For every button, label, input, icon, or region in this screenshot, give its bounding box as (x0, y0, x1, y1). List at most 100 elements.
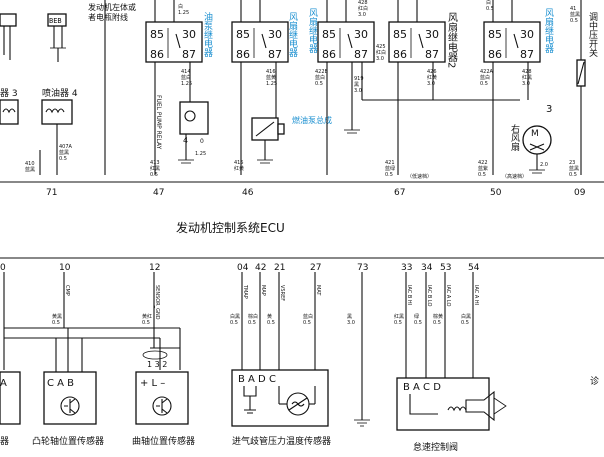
pin-27: 27 (310, 263, 321, 273)
svg-text:3.0: 3.0 (347, 320, 355, 326)
svg-text:87: 87 (268, 48, 282, 61)
relay1-86: 86 (150, 48, 164, 61)
svg-text:3.0: 3.0 (376, 56, 384, 62)
svg-text:3.0: 3.0 (427, 81, 435, 87)
svg-text:红黄: 红黄 (234, 165, 244, 172)
fuel-pump-relay-cn: 油泵继电器 (202, 11, 213, 57)
wire-label-1: 黄黑 (52, 313, 62, 320)
svg-text:0.5: 0.5 (461, 320, 469, 326)
valve-pintle-icon (465, 390, 495, 422)
svg-text:425: 425 (376, 44, 386, 50)
svg-text:0.5: 0.5 (52, 320, 60, 326)
svg-text:428: 428 (358, 0, 368, 6)
svg-text:BEB: BEB (49, 17, 62, 25)
svg-text:蓝黄: 蓝黄 (266, 74, 276, 81)
svg-text:蓝紫: 蓝紫 (478, 165, 488, 172)
svg-text:421: 421 (385, 160, 395, 166)
svg-text:0: 0 (200, 138, 204, 145)
svg-text:1.25: 1.25 (266, 81, 277, 87)
svg-text:白: 白 (178, 3, 183, 10)
svg-text:白: 白 (486, 0, 491, 6)
svg-text:白黑: 白黑 (461, 313, 471, 320)
svg-text:0.5: 0.5 (59, 156, 67, 162)
svg-text:422B: 422B (315, 69, 329, 75)
svg-text:蓝白: 蓝白 (315, 74, 325, 81)
svg-text:426: 426 (427, 69, 437, 75)
svg-text:MAT: MAT (315, 285, 321, 296)
cam-pins: C A B (47, 378, 74, 389)
fan-relay-3 (483, 21, 541, 63)
note-line2: 者电瓶附线 (88, 12, 128, 22)
note-line1: 发动机左体或 (88, 2, 136, 12)
ecu-title: 发动机控制系统ECU (176, 220, 285, 235)
crank-pins: + L – (140, 378, 165, 389)
svg-text:85: 85 (322, 28, 336, 41)
svg-text:2.0: 2.0 (540, 162, 548, 168)
svg-text:30: 30 (520, 28, 534, 41)
svg-text:3.0: 3.0 (522, 81, 530, 87)
svg-text:红白: 红白 (376, 49, 386, 56)
connector-a (0, 13, 17, 27)
svg-text:IAC A LO: IAC A LO (445, 285, 451, 307)
svg-text:蓝白: 蓝白 (480, 74, 490, 81)
pin-23: 23 (569, 160, 575, 166)
cam-sensor-label: 凸轮轴位置传感器 (32, 435, 104, 447)
pin-04: 04 (237, 263, 249, 273)
pin-0: 0 (0, 263, 6, 273)
wire-label-5: 棕白 (248, 313, 258, 320)
svg-text:黑: 黑 (354, 82, 359, 88)
fan-relay-blue-2: 风扇继电器 (307, 8, 318, 53)
svg-text:0.5: 0.5 (230, 320, 238, 326)
svg-text:SENSOR_GND: SENSOR_GND (154, 285, 160, 320)
svg-text:红黑: 红黑 (522, 74, 532, 81)
svg-text:0.5: 0.5 (480, 81, 488, 87)
pin-34: 34 (421, 263, 433, 273)
pin-54: 54 (468, 263, 480, 273)
svg-text:0.5: 0.5 (385, 172, 393, 178)
wire-label-10: 棕黄 (433, 313, 443, 320)
left-partial-label: 器 (0, 436, 9, 447)
svg-text:0.5: 0.5 (142, 320, 150, 326)
injector-4-label: 喷油器 4 (42, 87, 78, 99)
injector-4 (41, 99, 73, 125)
relay1-87: 87 (182, 48, 196, 61)
svg-text:86: 86 (393, 48, 407, 61)
fan-relay-2-label: 风扇继电器2 (446, 12, 458, 69)
svg-text:0.5: 0.5 (486, 6, 494, 12)
svg-text:30: 30 (354, 28, 368, 41)
svg-text:0.5: 0.5 (394, 320, 402, 326)
fan-relay-2 (388, 21, 446, 63)
map-sensor-label: 进气歧管压力温度传感器 (232, 435, 331, 447)
svg-text:422A: 422A (480, 69, 494, 75)
svg-text:0.5: 0.5 (570, 18, 578, 24)
svg-text:蓝白: 蓝白 (181, 74, 191, 81)
svg-text:黑: 黑 (347, 314, 352, 320)
svg-text:3.0: 3.0 (354, 88, 362, 94)
relay1-30: 30 (182, 28, 196, 41)
relay1-85: 85 (150, 28, 164, 41)
svg-text:1.25: 1.25 (178, 10, 189, 16)
pin-21: 21 (274, 263, 285, 273)
svg-text:红白: 红白 (358, 5, 368, 12)
pump-motor-icon (184, 110, 196, 122)
svg-text:919: 919 (354, 76, 364, 82)
svg-text:红黄: 红黄 (427, 74, 437, 81)
svg-text:86: 86 (488, 48, 502, 61)
pin-53: 53 (440, 263, 451, 273)
svg-text:蓝黑: 蓝黑 (570, 11, 580, 18)
wire-label-8: 红黑 (394, 313, 404, 320)
fan-relay-blue-1: 风扇继电器 (287, 12, 298, 57)
svg-text:IAC B LO: IAC B LO (426, 285, 432, 307)
crank-nums: 1 3 2 (147, 360, 167, 369)
motor-number: 3 (546, 104, 552, 115)
fuel-pump-assembly-label: 燃油泵总成 (292, 115, 332, 125)
svg-text:IAC A HI: IAC A HI (473, 285, 479, 305)
svg-text:IAC B HI: IAC B HI (406, 285, 412, 305)
svg-text:428: 428 (522, 69, 532, 75)
map-temp-sensor (231, 369, 329, 427)
svg-text:红黑: 红黑 (150, 165, 160, 172)
pin-33: 33 (401, 263, 412, 273)
svg-text:蓝黑: 蓝黑 (59, 149, 69, 156)
svg-text:1.25: 1.25 (181, 81, 192, 87)
svg-text:85: 85 (393, 28, 407, 41)
